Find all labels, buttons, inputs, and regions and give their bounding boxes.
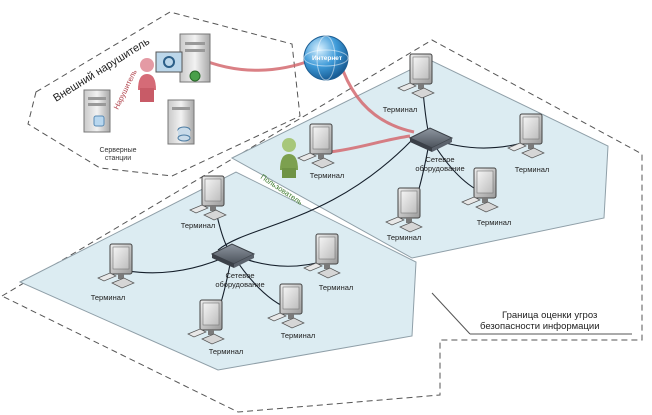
terminal-label: Терминал — [181, 221, 216, 230]
switch-label-line1: Сетевое — [425, 155, 454, 164]
terminal-label: Терминал — [515, 165, 550, 174]
network-switch-icon — [210, 243, 256, 268]
terminal-icon — [267, 283, 305, 329]
network-segment-right — [230, 59, 609, 259]
internet-label: Интернет — [312, 55, 342, 62]
internet-link — [197, 56, 313, 72]
switch-label-line2: оборудование — [215, 280, 264, 289]
terminal-label: Терминал — [387, 233, 422, 242]
terminal-icon — [385, 187, 423, 233]
attacker-person-icon — [138, 58, 156, 102]
terminals: ТерминалТерминалТерминалТерминалТерминал… — [91, 53, 550, 356]
boundary-leader-line — [431, 292, 471, 335]
switch-label-line2: оборудование — [415, 164, 464, 173]
terminal-icon — [303, 233, 341, 279]
terminal-label: Терминал — [477, 218, 512, 227]
terminal-icon — [187, 299, 225, 345]
terminal-icon — [297, 123, 335, 169]
terminal-label: Терминал — [91, 293, 126, 302]
terminal-label: Терминал — [281, 331, 316, 340]
servers-label-line2: станции — [105, 155, 131, 162]
external-zone — [27, 11, 301, 177]
terminal-label: Терминал — [209, 347, 244, 356]
internet-to-switch-link — [338, 61, 415, 134]
server-icon — [83, 89, 111, 133]
network-segment-left — [18, 171, 417, 371]
terminal-icon — [507, 113, 545, 159]
user-person-icon — [280, 138, 298, 178]
terminal-label: Терминал — [319, 283, 354, 292]
assessment-boundary — [0, 39, 643, 413]
terminal-icon — [189, 175, 227, 221]
attacker-monitor-icon — [155, 51, 201, 82]
user-link — [329, 134, 411, 154]
terminal-label: Терминал — [310, 171, 345, 180]
internet-globe-icon: Интернет — [303, 35, 349, 81]
terminal-icon — [461, 167, 499, 213]
boundary-label-line2: безопасности информации — [480, 321, 600, 332]
servers-label-line1: Серверные — [99, 147, 136, 154]
terminal-icon — [397, 53, 435, 99]
switch-label-line1: Сетевое — [225, 271, 254, 280]
terminal-icon — [97, 243, 135, 289]
boundary-label-line1: Граница оценки угроз — [502, 310, 597, 321]
attacker-label: Нарушитель — [112, 68, 139, 111]
terminal-label: Терминал — [383, 105, 418, 114]
network-switch-icon — [408, 127, 454, 152]
database-server-icon — [167, 99, 195, 145]
